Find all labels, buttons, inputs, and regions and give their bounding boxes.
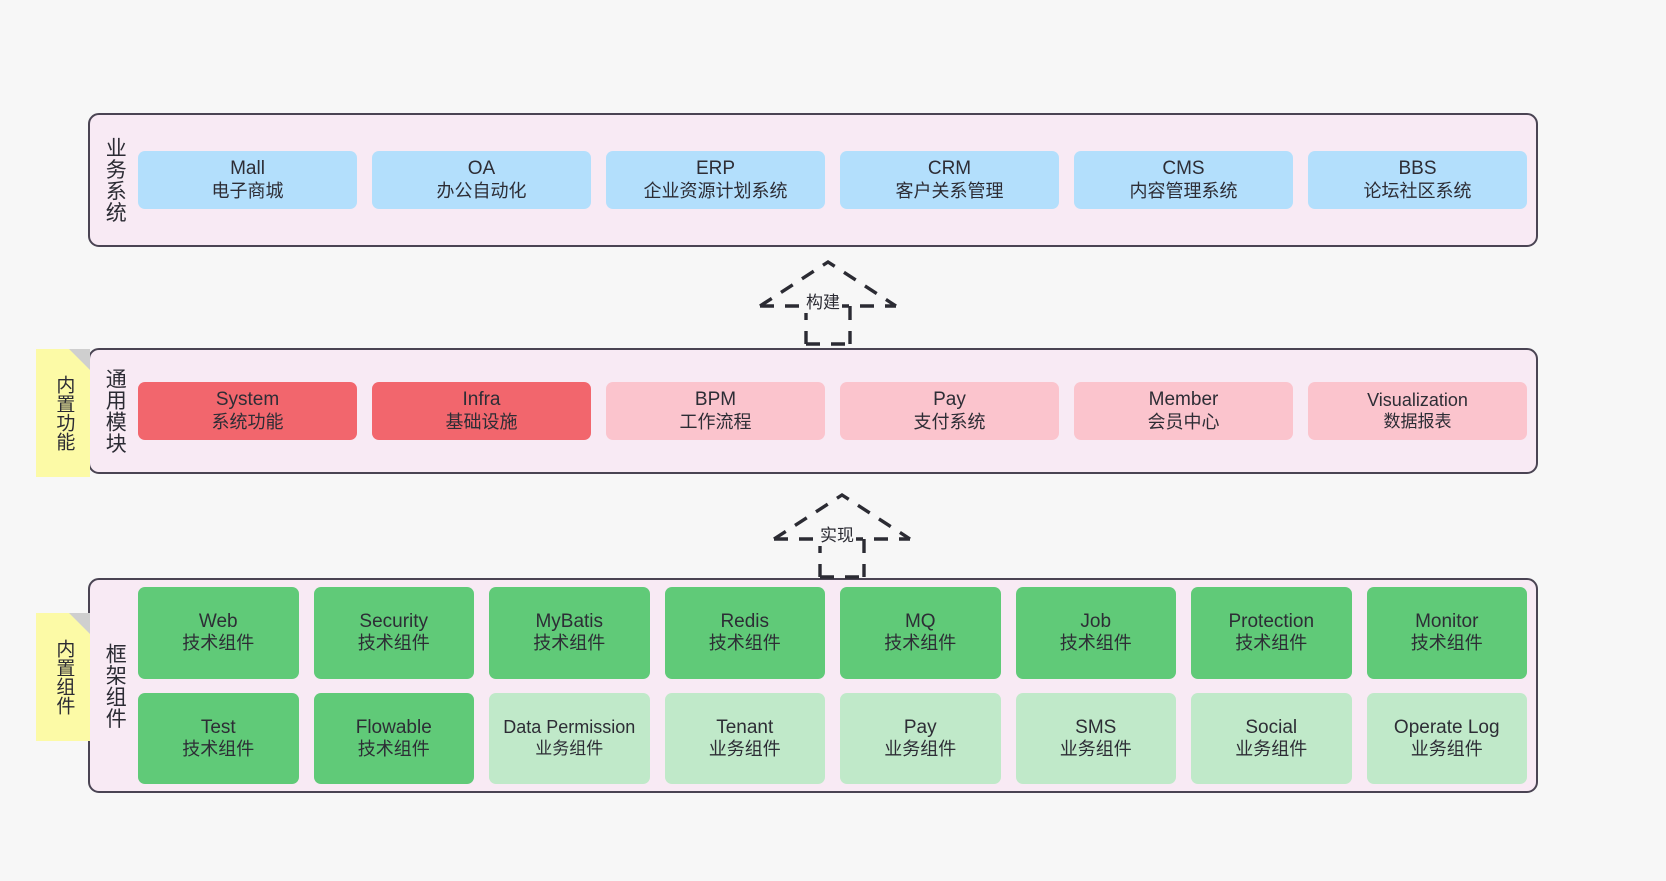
node-subtitle: 企业资源计划系统	[643, 180, 788, 201]
layer-business-system-label: 业务系统	[103, 137, 127, 223]
node-subtitle: 技术组件	[1410, 633, 1483, 654]
node-subtitle: 客户关系管理	[895, 180, 1004, 201]
node-title: Flowable	[355, 716, 432, 738]
node-title: System	[215, 389, 280, 411]
relation-arrow-build: 构建	[758, 258, 898, 346]
node-title: Mall	[230, 158, 265, 180]
node-subtitle: 内容管理系统	[1129, 180, 1238, 201]
layer-common-module-label: 通用模块	[103, 368, 127, 454]
node-title: Member	[1148, 389, 1219, 411]
node-subtitle: 系统功能	[211, 411, 284, 432]
node-subtitle: 业务组件	[1059, 738, 1132, 759]
node-title: Test	[200, 716, 236, 738]
node-subtitle: 技术组件	[182, 633, 255, 654]
node-subtitle: 支付系统	[913, 411, 986, 432]
node-subtitle: 业务组件	[884, 738, 957, 759]
node-title: BBS	[1398, 158, 1437, 180]
node-title: Infra	[462, 389, 501, 411]
node-subtitle: 技术组件	[533, 633, 606, 654]
node-subtitle: 业务组件	[1235, 738, 1308, 759]
node-title: Data Permission	[503, 716, 636, 737]
node-title: OA	[467, 158, 496, 180]
node-subtitle: 会员中心	[1147, 411, 1220, 432]
node-subtitle: 基础设施	[445, 411, 518, 432]
node-title: Job	[1080, 611, 1112, 633]
node-title: ERP	[695, 158, 736, 180]
node-title: Web	[198, 611, 238, 633]
node-subtitle: 数据报表	[1383, 411, 1452, 431]
node-title: MQ	[904, 611, 936, 633]
node-title: SMS	[1075, 716, 1117, 738]
node-title: CRM	[927, 158, 972, 180]
node-title: Pay	[933, 389, 966, 411]
node-subtitle: 工作流程	[679, 411, 752, 432]
node-title: Monitor	[1415, 611, 1479, 633]
node-title: Visualization	[1367, 389, 1468, 410]
relation-arrow-implement: 实现	[772, 491, 912, 579]
node-subtitle: 技术组件	[1059, 633, 1132, 654]
layer-framework-component-label: 框架组件	[103, 642, 127, 729]
node-title: CMS	[1162, 158, 1205, 180]
node-title: Operate Log	[1393, 716, 1500, 738]
node-title: Social	[1245, 716, 1298, 738]
node-subtitle: 技术组件	[884, 633, 957, 654]
node-title: Tenant	[716, 716, 774, 738]
node-subtitle: 业务组件	[708, 738, 781, 759]
sticky-note-builtin-functions: 内置功能	[36, 349, 90, 477]
node-subtitle: 业务组件	[1410, 738, 1483, 759]
node-title: MyBatis	[535, 611, 604, 633]
node-subtitle: 技术组件	[357, 738, 430, 759]
node-title: Redis	[720, 611, 770, 633]
node-title: BPM	[694, 389, 737, 411]
relation-label-build: 构建	[804, 288, 842, 313]
node-title: Pay	[903, 716, 937, 738]
node-subtitle: 技术组件	[1235, 633, 1308, 654]
relation-label-implement: 实现	[818, 521, 856, 546]
node-subtitle: 业务组件	[535, 738, 604, 758]
sticky-note-builtin-components: 内置组件	[36, 613, 90, 741]
node-title: Protection	[1228, 611, 1315, 633]
node-subtitle: 技术组件	[708, 633, 781, 654]
node-subtitle: 电子商城	[211, 180, 284, 201]
node-subtitle: 论坛社区系统	[1363, 180, 1472, 201]
node-subtitle: 技术组件	[357, 633, 430, 654]
node-subtitle: 技术组件	[182, 738, 255, 759]
node-title: Security	[359, 611, 429, 633]
node-subtitle: 办公自动化	[436, 180, 527, 201]
